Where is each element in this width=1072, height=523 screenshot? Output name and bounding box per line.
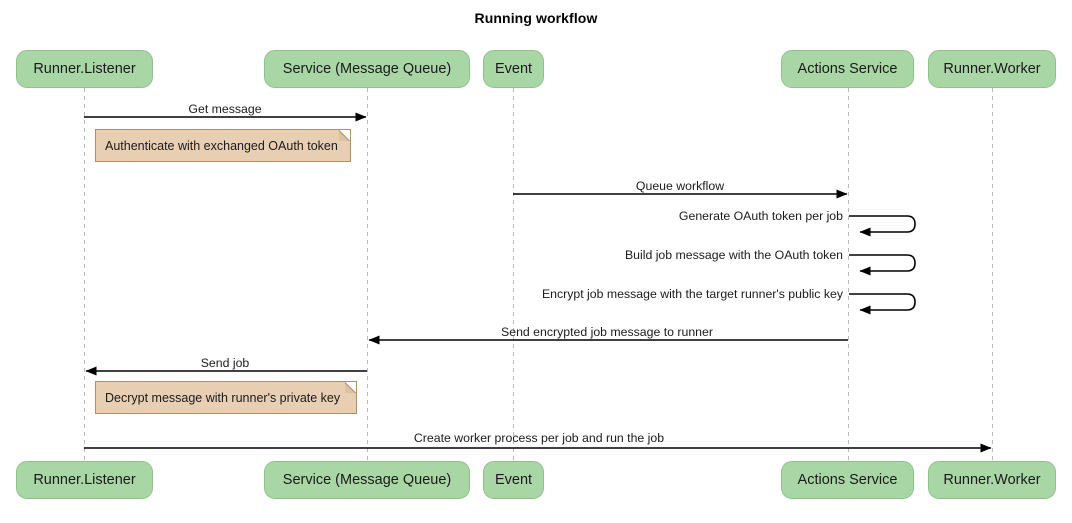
participant-label: Service (Message Queue) [282, 472, 452, 488]
participant-label: Event [494, 472, 533, 488]
note-fold-corner-icon [339, 130, 350, 141]
participant-event-top[interactable]: Event [483, 50, 544, 88]
note-authenticate: Authenticate with exchanged OAuth token [95, 129, 351, 162]
message-arrow-build-job-message [849, 254, 916, 276]
participant-runner-worker-top[interactable]: Runner.Worker [928, 50, 1056, 88]
participant-label: Service (Message Queue) [282, 61, 452, 77]
message-label-send-encrypted-job-message: Send encrypted job message to runner [501, 325, 713, 339]
participant-event-bottom[interactable]: Event [483, 461, 544, 499]
note-text: Authenticate with exchanged OAuth token [105, 138, 338, 153]
message-label-encrypt-job-message: Encrypt job message with the target runn… [541, 287, 843, 301]
participant-label: Event [494, 61, 533, 77]
message-label-get-message: Get message [188, 102, 262, 116]
participant-label: Actions Service [797, 472, 898, 488]
participant-service-message-queue-top[interactable]: Service (Message Queue) [264, 50, 470, 88]
message-arrow-encrypt-job-message [849, 293, 916, 315]
participant-label: Runner.Listener [33, 472, 136, 488]
messages-group [84, 112, 992, 453]
participant-label: Actions Service [797, 61, 898, 77]
participant-runner-listener-top[interactable]: Runner.Listener [16, 50, 153, 88]
participant-actions-service-bottom[interactable]: Actions Service [781, 461, 914, 499]
participant-service-message-queue-bottom[interactable]: Service (Message Queue) [264, 461, 470, 499]
message-arrow-generate-oauth-token [849, 215, 916, 237]
participant-label: Runner.Listener [33, 61, 136, 77]
lifelines-group [84, 88, 993, 461]
message-label-send-job: Send job [200, 356, 250, 370]
participant-label: Runner.Worker [943, 61, 1041, 77]
note-fold-corner-icon [345, 382, 356, 393]
participant-actions-service-top[interactable]: Actions Service [781, 50, 914, 88]
page-title: Running workflow [474, 10, 598, 26]
note-text: Decrypt message with runner's private ke… [105, 390, 341, 405]
message-label-build-job-message: Build job message with the OAuth token [624, 248, 843, 262]
participant-runner-listener-bottom[interactable]: Runner.Listener [16, 461, 153, 499]
message-label-generate-oauth-token: Generate OAuth token per job [678, 209, 843, 223]
participant-label: Runner.Worker [943, 472, 1041, 488]
note-decrypt: Decrypt message with runner's private ke… [95, 381, 357, 414]
message-label-queue-workflow: Queue workflow [635, 179, 725, 193]
message-label-create-worker-process: Create worker process per job and run th… [413, 431, 665, 445]
participant-runner-worker-bottom[interactable]: Runner.Worker [928, 461, 1056, 499]
